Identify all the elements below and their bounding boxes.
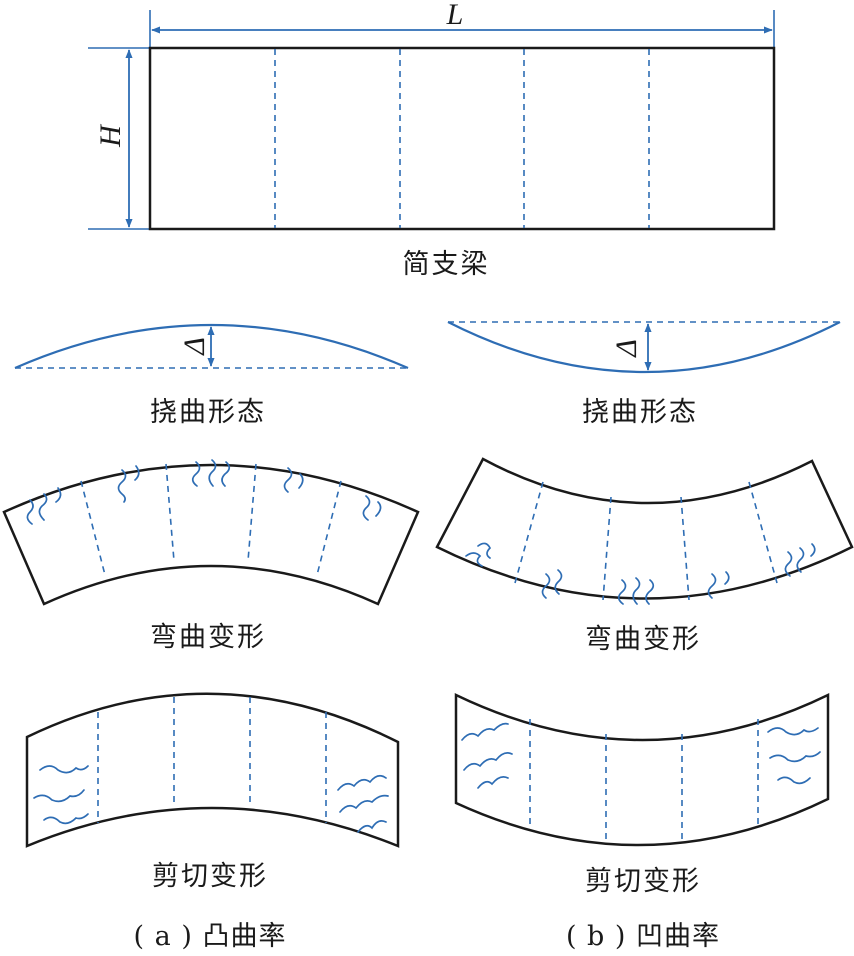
shear-crack	[769, 751, 821, 763]
crack	[191, 459, 231, 487]
convex-bending-outline	[2, 463, 420, 606]
concave-deflection-symbol: Δ	[610, 339, 643, 358]
crack	[707, 571, 730, 599]
convex-bending-caption: 弯曲变形	[150, 622, 266, 653]
section-line	[602, 496, 612, 601]
convex-panel: Δ 挠曲形态 弯曲变形	[2, 323, 420, 952]
beam-height-label: H	[94, 123, 127, 148]
convex-deflection-shape: Δ	[14, 323, 409, 370]
concave-deflection-shape: Δ	[447, 321, 841, 373]
crack	[541, 569, 563, 599]
beam-rectangle	[148, 46, 776, 231]
concave-deflected-curve	[447, 321, 841, 373]
concave-shear-outline	[454, 693, 830, 847]
shear-crack	[33, 789, 85, 803]
crack	[283, 467, 304, 493]
section-line	[316, 480, 342, 576]
section-line	[680, 496, 690, 601]
convex-shear-beam	[25, 692, 400, 848]
concave-deflection-caption: 挠曲形态	[582, 397, 698, 428]
crack	[617, 577, 655, 605]
convex-shear-outline	[25, 692, 400, 848]
beam-length-label: L	[446, 0, 464, 31]
convex-shear-caption: 剪切变形	[152, 861, 268, 892]
concave-bending-outline	[435, 457, 854, 600]
convex-deflection-symbol: Δ	[178, 337, 211, 356]
crack	[117, 465, 140, 503]
crack	[26, 487, 62, 525]
shear-crack	[357, 820, 387, 833]
concave-bending-caption: 弯曲变形	[585, 624, 701, 655]
shear-crack	[39, 765, 89, 774]
crack	[465, 542, 492, 567]
shear-crack	[477, 776, 509, 789]
section-line	[80, 480, 106, 576]
shear-crack	[767, 727, 819, 736]
shear-crack	[777, 776, 811, 785]
shear-crack	[461, 722, 509, 741]
convex-deflection-caption: 挠曲形态	[150, 397, 266, 428]
shear-crack	[463, 752, 513, 771]
shear-crack	[337, 774, 387, 791]
convex-bending-beam	[2, 459, 420, 606]
section-line	[165, 463, 175, 562]
beam-caption: 简支梁	[403, 249, 490, 280]
section-line	[748, 481, 778, 584]
concave-panel: Δ 挠曲形态 弯曲变形	[435, 321, 854, 952]
section-line	[514, 481, 544, 584]
simply-supported-beam: L H 简支梁	[88, 0, 776, 280]
concave-shear-beam	[454, 693, 830, 847]
crack	[784, 543, 816, 577]
concave-shear-caption: 剪切变形	[585, 866, 701, 897]
shear-crack	[43, 813, 89, 825]
convex-panel-caption: ( a ) 凸曲率	[134, 921, 287, 952]
convex-deflected-curve	[14, 323, 409, 370]
concave-bending-beam	[435, 457, 854, 605]
section-line	[247, 463, 257, 562]
crack	[362, 495, 382, 521]
shear-crack	[339, 794, 389, 813]
concave-panel-caption: ( b ) 凹曲率	[566, 921, 720, 952]
